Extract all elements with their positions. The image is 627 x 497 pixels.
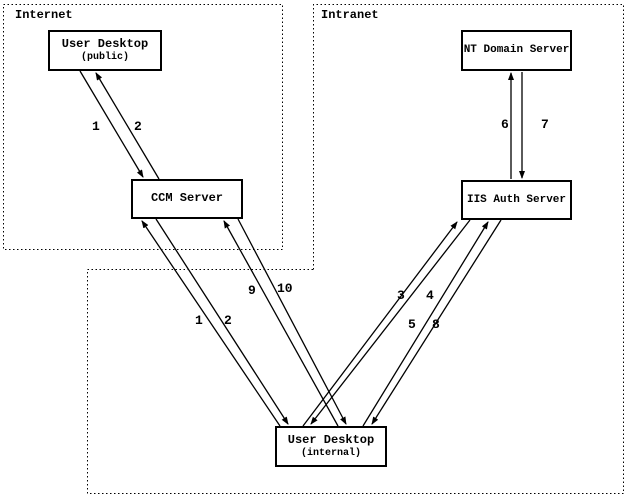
node-title: IIS Auth Server bbox=[466, 193, 567, 206]
node-title: User Desktop bbox=[61, 36, 149, 51]
step-label-1-public-ccm: 1 bbox=[92, 119, 100, 134]
step-label-1-internal-ccm: 1 bbox=[195, 313, 203, 328]
step-label-6-iis-nt: 6 bbox=[501, 117, 509, 132]
step-label-3-internal-iis: 3 bbox=[397, 288, 405, 303]
intranet-region-label: Intranet bbox=[320, 8, 380, 22]
step-label-10-ccm-internal: 10 bbox=[277, 281, 293, 296]
node-nt-domain-server: NT Domain Server bbox=[461, 30, 572, 71]
node-user-desktop-public: User Desktop (public) bbox=[48, 30, 162, 71]
node-iis-auth-server: IIS Auth Server bbox=[461, 180, 572, 220]
step-label-9-internal-ccm: 9 bbox=[248, 283, 256, 298]
node-ccm-server: CCM Server bbox=[131, 179, 243, 219]
arrow-1-internal-to-ccm bbox=[141, 220, 281, 427]
step-label-7-nt-iis: 7 bbox=[541, 117, 549, 132]
arrow-3-internal-to-iis bbox=[302, 221, 458, 427]
step-label-8-iis-internal: 8 bbox=[432, 317, 440, 332]
node-subtitle: (internal) bbox=[300, 447, 361, 459]
arrow-8-iis-to-internal bbox=[371, 219, 502, 425]
step-label-4-iis-internal: 4 bbox=[426, 288, 434, 303]
internet-region-label: Internet bbox=[14, 8, 74, 22]
node-title: User Desktop bbox=[287, 432, 375, 447]
arrow-2-ccm-to-internal bbox=[155, 218, 289, 425]
internet-region-outline bbox=[3, 4, 283, 250]
intranet-region-outline bbox=[87, 4, 624, 494]
step-label-2-ccm-internal: 2 bbox=[224, 313, 232, 328]
node-title: CCM Server bbox=[150, 191, 223, 206]
arrow-1-public-to-ccm bbox=[79, 70, 144, 178]
arrow-4-iis-to-internal bbox=[310, 219, 471, 425]
arrow-10-ccm-to-internal bbox=[237, 218, 347, 425]
arrow-2-ccm-to-public bbox=[95, 72, 160, 180]
node-title: NT Domain Server bbox=[463, 44, 570, 57]
step-label-2-ccm-public: 2 bbox=[134, 119, 142, 134]
arrow-5-internal-to-iis bbox=[362, 221, 489, 427]
step-label-5-internal-iis: 5 bbox=[408, 317, 416, 332]
arrow-9-internal-to-ccm bbox=[223, 220, 339, 427]
node-subtitle: (public) bbox=[80, 51, 129, 63]
node-user-desktop-internal: User Desktop (internal) bbox=[275, 426, 387, 467]
